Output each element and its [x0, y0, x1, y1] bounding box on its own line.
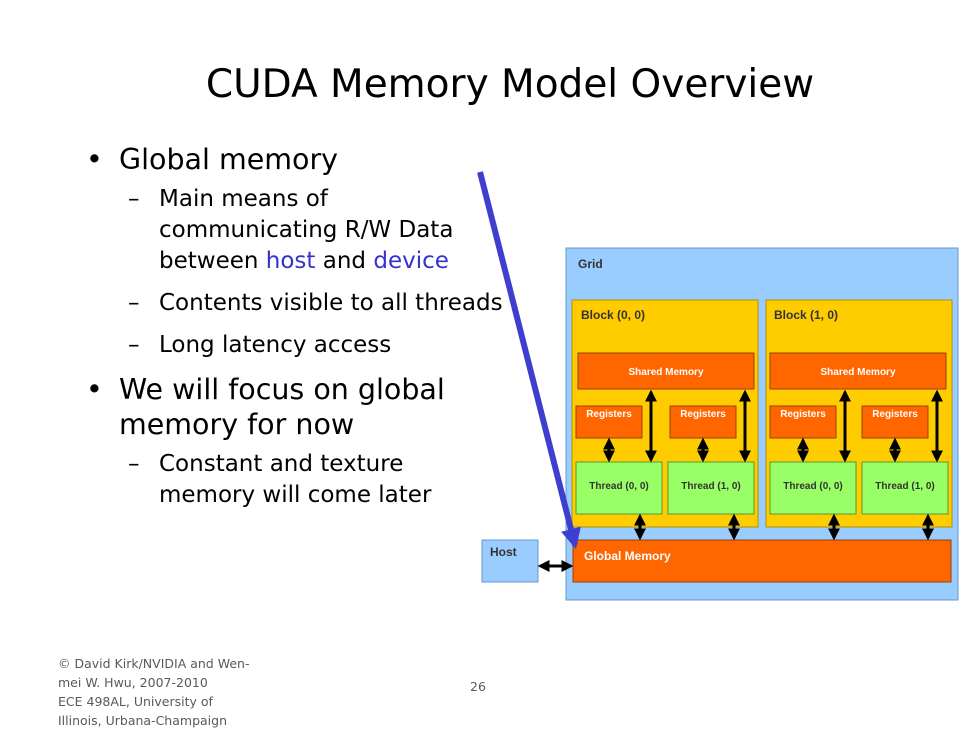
block-1-thread-1-label: Thread (1, 0) [875, 481, 934, 492]
host-label: Host [490, 545, 517, 559]
block-0-registers-0-label: Registers [586, 409, 632, 420]
block-0-registers-1 [669, 405, 737, 439]
block-1-thread-0-label: Thread (0, 0) [783, 481, 842, 492]
global-memory-label: Global Memory [584, 549, 671, 563]
host-highlight: host [265, 248, 316, 274]
global-memory-box [572, 539, 952, 583]
bullet-global-memory: •Global memory [86, 143, 339, 176]
block-1-registers-0 [769, 405, 837, 439]
grid-label: Grid [578, 257, 603, 271]
sub-bullet-visibility: –Contents visible to all threads [128, 290, 503, 316]
block-1-thread-1 [861, 461, 949, 515]
block-0-thread-0-label: Thread (0, 0) [589, 481, 648, 492]
bullet-list: •Global memory –Main means of communicat… [86, 142, 506, 522]
block-1-thread-0 [769, 461, 857, 515]
block-1-shared-memory [769, 352, 947, 390]
block-0-thread-1-label: Thread (1, 0) [681, 481, 740, 492]
block-1-shared-memory-label: Shared Memory [820, 367, 895, 378]
block-1-registers-0-label: Registers [780, 409, 826, 420]
callout-arrow [477, 171, 581, 549]
block-0-shared-memory-label: Shared Memory [628, 367, 703, 378]
sub-bullet-communication: –Main means of communicating R/W Data be… [128, 186, 454, 274]
block-0-registers-1-label: Registers [680, 409, 726, 420]
block-0-thread-1 [667, 461, 755, 515]
slide-title: CUDA Memory Model Overview [205, 62, 815, 107]
sub-bullet-latency: –Long latency access [128, 332, 392, 358]
device-highlight: device [373, 248, 449, 274]
block-0-shared-memory [577, 352, 755, 390]
block-1-registers-1 [861, 405, 929, 439]
block-1-label: Block (1, 0) [774, 308, 838, 322]
block-0-registers-0 [575, 405, 643, 439]
page-number: 26 [470, 679, 486, 694]
block-1-registers-1-label: Registers [872, 409, 918, 420]
block-0-thread-0 [575, 461, 663, 515]
bullet-focus: •We will focus on global memory for now [86, 373, 445, 441]
block-0-label: Block (0, 0) [581, 308, 645, 322]
sub-bullet-constant-texture: –Constant and texture memory will come l… [128, 451, 432, 508]
